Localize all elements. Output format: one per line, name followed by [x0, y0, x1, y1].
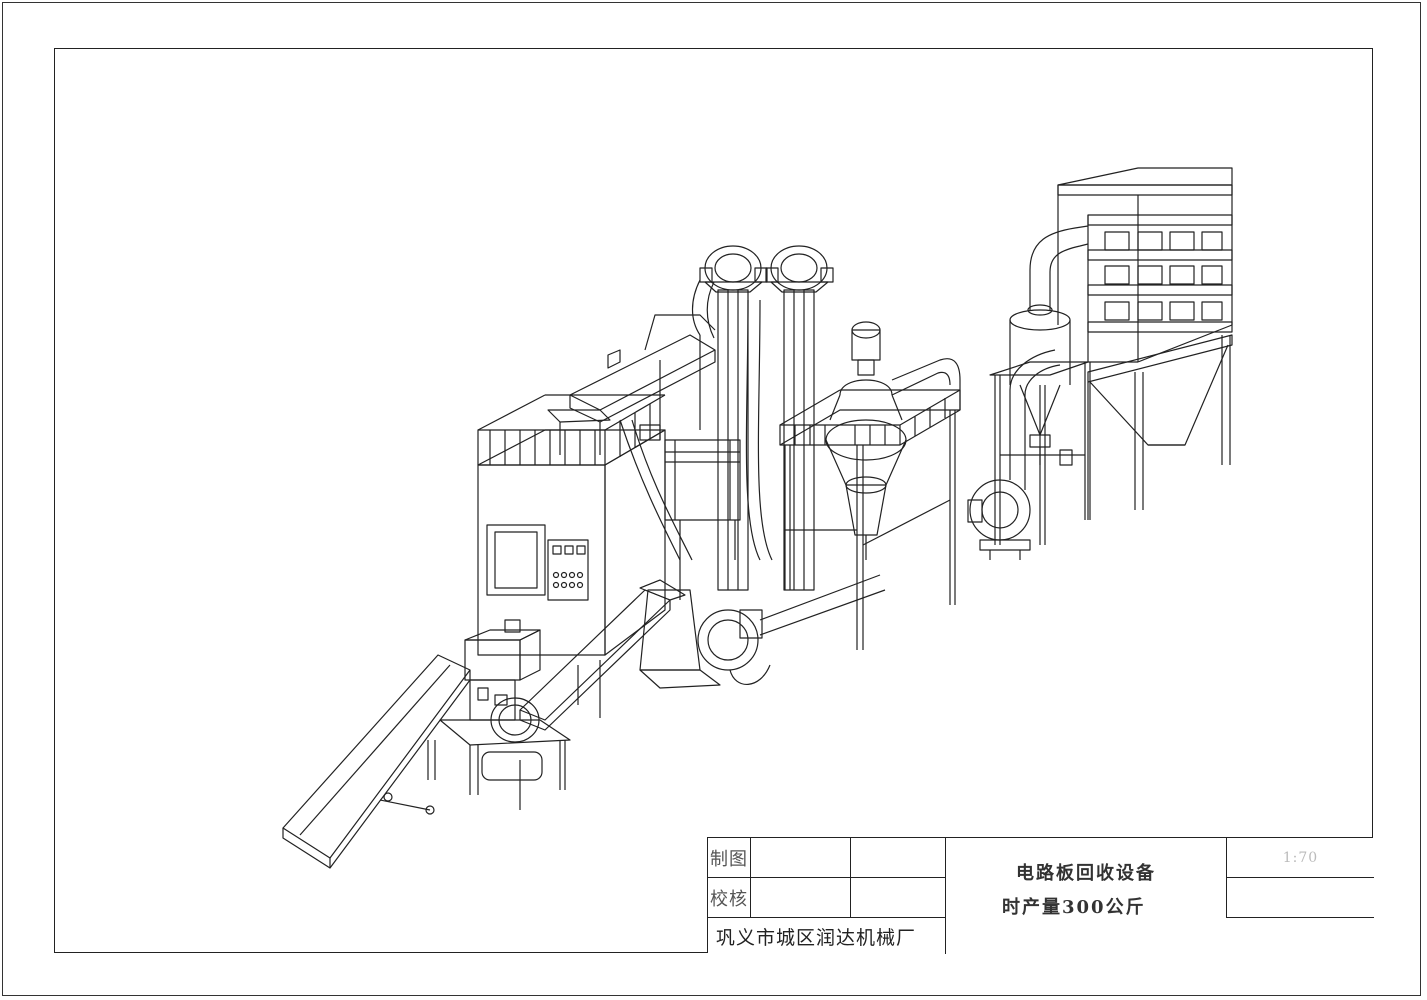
cyclone-frame-middle: [780, 390, 960, 650]
bucket-elevator-1: [700, 246, 767, 590]
checked-label: 校核: [710, 888, 748, 910]
shredder-unit: [440, 620, 570, 810]
drawing-title: 电路板回收设备: [1016, 863, 1156, 884]
cyclone-center: [826, 322, 960, 560]
main-separator-housing: [478, 395, 665, 655]
cyclone-right: [990, 310, 1090, 545]
title-block: 制图 校核 电路板回收设备 时产量300公斤 1:70 巩义市城区润达机械厂: [707, 837, 1374, 954]
elevator-pipes: [620, 280, 772, 560]
drafted-label: 制图: [710, 848, 748, 870]
baghouse-dust-collector: [1058, 168, 1232, 520]
louver-frame: [665, 440, 740, 600]
inclined-conveyor-2: [520, 580, 685, 730]
scale-label: 1:70: [1282, 849, 1319, 866]
pulverizer-blower: [640, 575, 885, 688]
vibrating-screen: [548, 315, 715, 455]
factory-name: 巩义市城区润达机械厂: [716, 926, 917, 949]
feed-conveyor-left: [283, 655, 470, 868]
bucket-elevator-2: [766, 246, 833, 590]
capacity-label: 时产量300公斤: [1002, 897, 1146, 918]
